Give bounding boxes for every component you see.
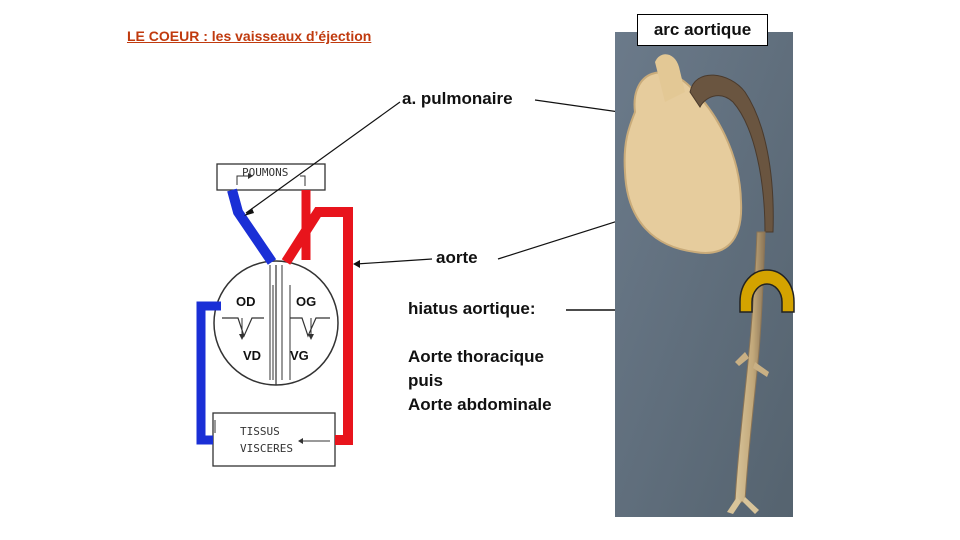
aorta-label: aorte bbox=[436, 248, 478, 267]
right-atrium-label: OD bbox=[236, 294, 256, 309]
left-atrium-label: OG bbox=[296, 294, 317, 309]
abdominal-aorta-label: Aorte abdominale bbox=[408, 395, 552, 414]
pulmonary-artery-vessel bbox=[227, 188, 277, 265]
aorta-vessel bbox=[281, 207, 353, 445]
page-title: LE COEUR : les vaisseaux d’éjection bbox=[127, 28, 372, 44]
tissues-box bbox=[212, 412, 336, 467]
arc-aortique-label: arc aortique bbox=[637, 14, 768, 46]
pulmonary-artery-label: a. pulmonaire bbox=[402, 89, 513, 108]
aorta-specimen-photo bbox=[615, 32, 793, 517]
aorta-segments-text: Aorte thoracique puis Aorte abdominale bbox=[408, 345, 552, 417]
venous-return-vessel bbox=[196, 301, 221, 445]
tissues-label: TISSUS bbox=[240, 425, 280, 438]
right-ventricle-label: VD bbox=[243, 348, 262, 363]
lungs-label: POUMONS bbox=[242, 166, 289, 179]
hiatus-label: hiatus aortique: bbox=[408, 299, 536, 318]
visceres-label: VISCERES bbox=[240, 442, 293, 455]
left-ventricle-label: VG bbox=[290, 348, 309, 363]
thoracic-aorta-label: Aorte thoracique bbox=[408, 347, 545, 366]
puis-label: puis bbox=[408, 371, 443, 390]
